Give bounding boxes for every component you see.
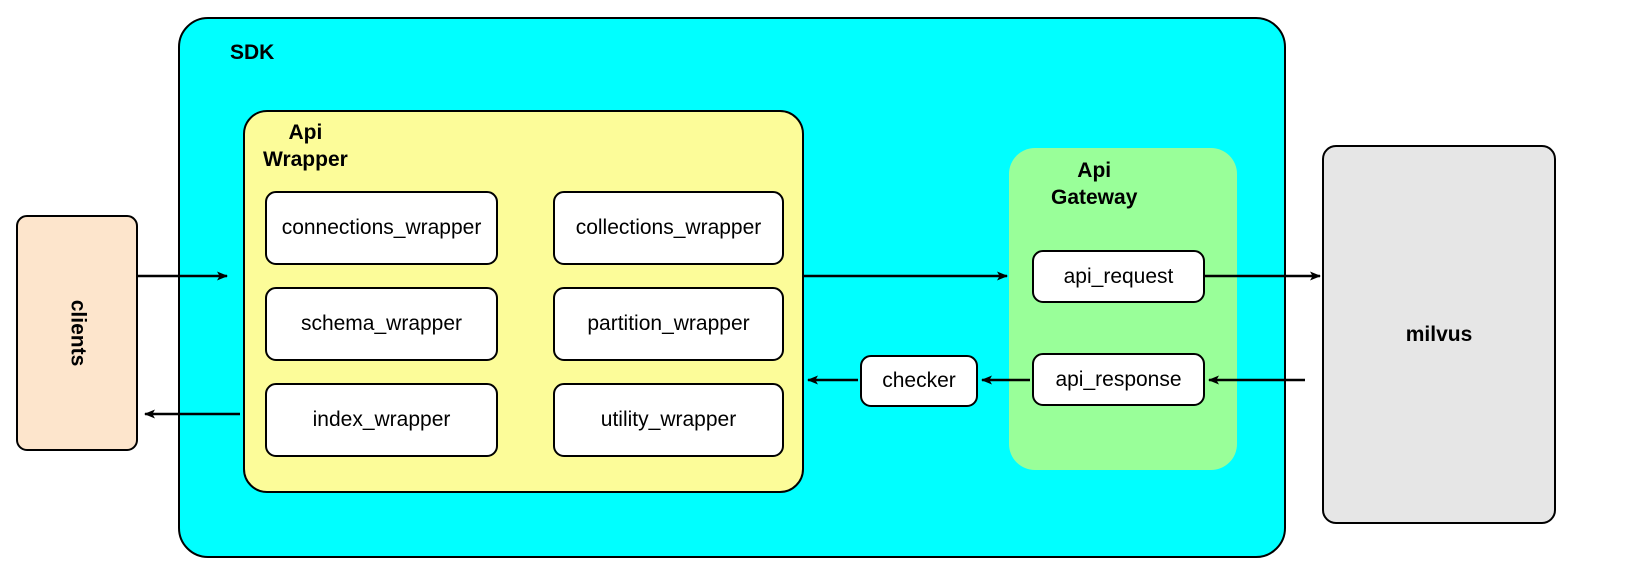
node-api-request[interactable]: api_request xyxy=(1032,250,1205,303)
node-label: partition_wrapper xyxy=(587,312,750,335)
node-clients[interactable]: clients xyxy=(16,215,138,451)
node-label: index_wrapper xyxy=(312,408,451,431)
group-api-gateway-label: Api Gateway xyxy=(1051,159,1138,209)
node-label: clients xyxy=(66,299,89,367)
group-sdk-label: SDK xyxy=(230,41,275,64)
node-label: api_response xyxy=(1055,367,1182,391)
group-api-gateway[interactable]: Api Gateway xyxy=(1009,148,1237,470)
node-api-response[interactable]: api_response xyxy=(1032,353,1205,406)
node-label: schema_wrapper xyxy=(300,312,463,335)
node-label: api_request xyxy=(1063,264,1174,288)
group-api-wrapper-label: Api Wrapper xyxy=(263,121,348,171)
node-label: checker xyxy=(882,369,956,392)
node-label: connections_wrapper xyxy=(281,216,482,239)
node-label: collections_wrapper xyxy=(575,216,762,239)
node-checker[interactable]: checker xyxy=(860,355,978,407)
node-collections-wrapper[interactable]: collections_wrapper xyxy=(553,191,784,265)
node-label: utility_wrapper xyxy=(600,408,737,431)
node-utility-wrapper[interactable]: utility_wrapper xyxy=(553,383,784,457)
node-connections-wrapper[interactable]: connections_wrapper xyxy=(265,191,498,265)
node-partition-wrapper[interactable]: partition_wrapper xyxy=(553,287,784,361)
node-index-wrapper[interactable]: index_wrapper xyxy=(265,383,498,457)
node-label: milvus xyxy=(1405,322,1473,346)
node-schema-wrapper[interactable]: schema_wrapper xyxy=(265,287,498,361)
node-milvus[interactable]: milvus xyxy=(1322,145,1556,524)
